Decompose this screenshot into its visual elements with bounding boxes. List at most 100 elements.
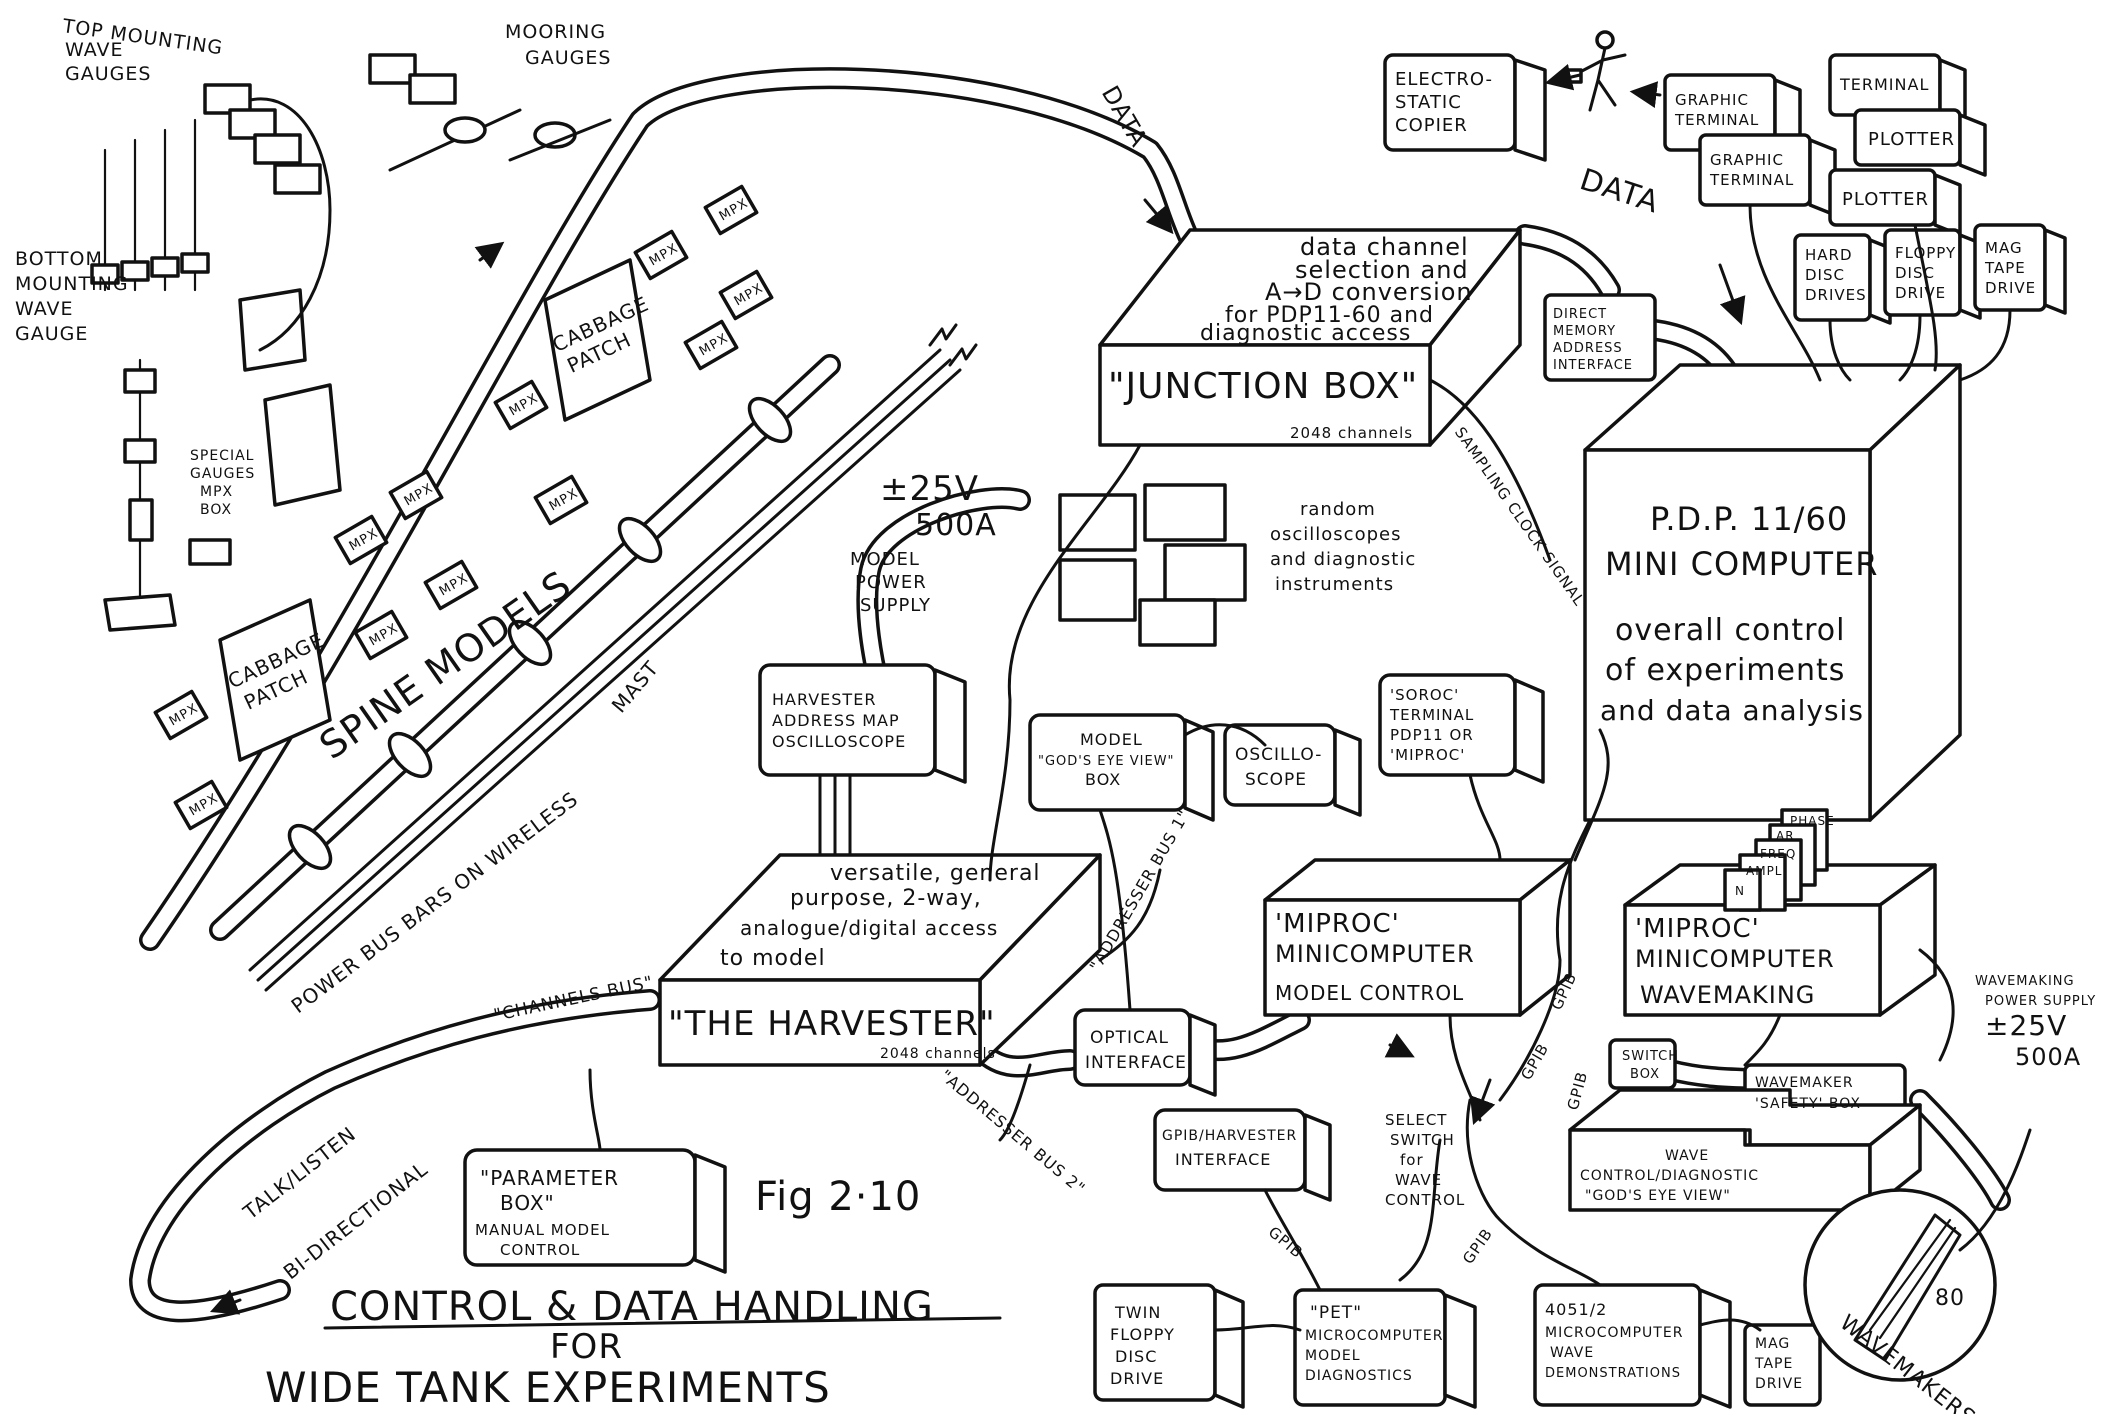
svg-text:HARVESTER: HARVESTER bbox=[772, 690, 876, 709]
svg-text:analogue/digital access: analogue/digital access bbox=[740, 916, 998, 940]
harvester-channels: 2048 channels bbox=[880, 1046, 996, 1062]
svg-text:FOR: FOR bbox=[550, 1327, 623, 1367]
svg-text:GRAPHIC: GRAPHIC bbox=[1675, 91, 1749, 109]
svg-text:MODEL: MODEL bbox=[1305, 1348, 1361, 1364]
svg-text:TERMINAL: TERMINAL bbox=[1389, 706, 1474, 724]
svg-text:DRIVE: DRIVE bbox=[1110, 1369, 1164, 1388]
svg-text:instruments: instruments bbox=[1275, 574, 1394, 595]
svg-text:OPTICAL: OPTICAL bbox=[1090, 1028, 1169, 1048]
svg-text:of experiments: of experiments bbox=[1605, 653, 1845, 688]
svg-text:PDP11 OR: PDP11 OR bbox=[1390, 726, 1474, 744]
harvester-map-cables bbox=[820, 775, 850, 855]
svg-text:diagnostic access: diagnostic access bbox=[1200, 321, 1411, 346]
svg-text:±25V: ±25V bbox=[880, 469, 979, 509]
fig-label: Fig 2·10 bbox=[755, 1174, 921, 1220]
addresser-bus-1-label: "ADDRESSER BUS 1" bbox=[1086, 806, 1194, 974]
svg-text:purpose, 2-way,: purpose, 2-way, bbox=[790, 886, 982, 911]
junction-channels: 2048 channels bbox=[1290, 424, 1413, 442]
svg-text:MODEL: MODEL bbox=[1080, 730, 1143, 749]
svg-text:500A: 500A bbox=[2015, 1043, 2081, 1071]
svg-text:WAVE: WAVE bbox=[1395, 1171, 1442, 1189]
svg-text:INTERFACE: INTERFACE bbox=[1175, 1150, 1271, 1169]
svg-text:AR: AR bbox=[1776, 829, 1795, 843]
svg-text:CONTROL/DIAGNOSTIC: CONTROL/DIAGNOSTIC bbox=[1580, 1168, 1759, 1184]
svg-text:GAUGES: GAUGES bbox=[525, 47, 611, 69]
svg-text:A→D conversion: A→D conversion bbox=[1265, 278, 1473, 306]
svg-text:DIAGNOSTICS: DIAGNOSTICS bbox=[1305, 1368, 1413, 1384]
oscilloscopes-note: random oscilloscopes and diagnostic inst… bbox=[1270, 499, 1416, 595]
svg-text:GPIB/HARVESTER: GPIB/HARVESTER bbox=[1162, 1128, 1297, 1144]
svg-text:INTERFACE: INTERFACE bbox=[1553, 358, 1633, 373]
svg-text:OSCILLO-: OSCILLO- bbox=[1235, 745, 1322, 765]
svg-text:for: for bbox=[1400, 1151, 1424, 1169]
svg-text:DISC: DISC bbox=[1115, 1347, 1157, 1366]
svg-text:"GOD'S EYE VIEW": "GOD'S EYE VIEW" bbox=[1038, 754, 1175, 769]
svg-text:MINICOMPUTER: MINICOMPUTER bbox=[1275, 940, 1475, 968]
svg-text:WAVE: WAVE bbox=[65, 39, 124, 61]
svg-text:MINI COMPUTER: MINI COMPUTER bbox=[1605, 545, 1878, 583]
svg-text:OSCILLOSCOPE: OSCILLOSCOPE bbox=[772, 732, 906, 751]
svg-text:SUPPLY: SUPPLY bbox=[860, 595, 931, 616]
svg-text:ADDRESS MAP: ADDRESS MAP bbox=[772, 711, 900, 730]
svg-text:'MIPROC': 'MIPROC' bbox=[1390, 746, 1465, 764]
wavemakers-count: 80 bbox=[1935, 1286, 1965, 1311]
plotter2-label: PLOTTER bbox=[1842, 189, 1929, 210]
svg-text:"GOD'S EYE VIEW": "GOD'S EYE VIEW" bbox=[1585, 1188, 1731, 1204]
svg-text:SELECT: SELECT bbox=[1385, 1111, 1447, 1129]
svg-text:'MIPROC': 'MIPROC' bbox=[1635, 914, 1760, 944]
svg-text:BOX: BOX bbox=[1085, 770, 1121, 789]
svg-text:and data analysis: and data analysis bbox=[1600, 694, 1864, 727]
svg-text:DRIVE: DRIVE bbox=[1985, 279, 2036, 297]
svg-text:INTERFACE: INTERFACE bbox=[1085, 1053, 1187, 1073]
svg-text:DRIVE: DRIVE bbox=[1895, 284, 1946, 302]
pdp-computer[interactable] bbox=[1585, 365, 1960, 820]
oscilloscope-stack bbox=[1060, 485, 1245, 645]
svg-text:500A: 500A bbox=[915, 508, 997, 543]
svg-text:BOX: BOX bbox=[200, 502, 232, 518]
svg-text:WAVEMAKING: WAVEMAKING bbox=[1975, 974, 2075, 989]
svg-text:GAUGE: GAUGE bbox=[15, 323, 88, 345]
bottom-mounting-label: BOTTOM MOUNTING WAVE GAUGE bbox=[15, 248, 129, 345]
svg-text:to model: to model bbox=[720, 946, 826, 971]
svg-text:WAVE: WAVE bbox=[1665, 1148, 1709, 1164]
special-mux-label: SPECIAL GAUGES MPX BOX bbox=[190, 448, 255, 518]
svg-text:HARD: HARD bbox=[1805, 246, 1853, 264]
cabbage-patch-2: CABBAGE PATCH bbox=[545, 260, 653, 420]
svg-text:"PARAMETER: "PARAMETER bbox=[480, 1166, 619, 1190]
svg-text:SWITCH: SWITCH bbox=[1390, 1131, 1455, 1149]
mooring-gauges bbox=[370, 55, 610, 170]
svg-text:STATIC: STATIC bbox=[1395, 92, 1462, 113]
addresser-bus-2-label: "ADDRESSER BUS 2" bbox=[937, 1066, 1090, 1198]
terminal-label: TERMINAL bbox=[1839, 75, 1929, 94]
svg-text:±25V: ±25V bbox=[1985, 1009, 2067, 1042]
svg-text:SPECIAL: SPECIAL bbox=[190, 448, 254, 464]
svg-text:WAVEMAKING: WAVEMAKING bbox=[1640, 981, 1815, 1009]
select-switch-label: SELECT SWITCH for WAVE CONTROL bbox=[1385, 1111, 1465, 1209]
svg-text:DISC: DISC bbox=[1805, 266, 1845, 284]
computer-desc: overall control of experiments and data … bbox=[1600, 613, 1864, 727]
svg-text:overall control: overall control bbox=[1615, 613, 1845, 648]
svg-text:SWITCH: SWITCH bbox=[1622, 1049, 1679, 1064]
svg-text:WIDE TANK EXPERIMENTS: WIDE TANK EXPERIMENTS bbox=[265, 1363, 831, 1412]
svg-text:BOTTOM: BOTTOM bbox=[15, 248, 103, 270]
svg-text:CONTROL: CONTROL bbox=[500, 1241, 580, 1259]
svg-text:GAUGES: GAUGES bbox=[65, 63, 151, 85]
mast-label: MAST bbox=[607, 656, 664, 717]
svg-text:and diagnostic: and diagnostic bbox=[1270, 549, 1416, 570]
svg-text:N: N bbox=[1735, 884, 1745, 898]
svg-text:TWIN: TWIN bbox=[1114, 1303, 1161, 1322]
svg-text:ADDRESS: ADDRESS bbox=[1553, 341, 1623, 356]
svg-text:MAG: MAG bbox=[1985, 239, 2023, 257]
svg-text:BOX: BOX bbox=[1630, 1067, 1660, 1082]
svg-text:4051/2: 4051/2 bbox=[1545, 1300, 1607, 1319]
svg-text:MICROCOMPUTER: MICROCOMPUTER bbox=[1305, 1328, 1443, 1344]
svg-text:"PET": "PET" bbox=[1310, 1303, 1362, 1323]
svg-text:versatile, general: versatile, general bbox=[830, 861, 1041, 886]
svg-text:TAPE: TAPE bbox=[1984, 259, 2026, 277]
svg-text:CONTROL: CONTROL bbox=[1385, 1191, 1465, 1209]
wavemaker-supply-label: WAVEMAKING POWER SUPPLY ±25V 500A bbox=[1975, 974, 2096, 1071]
svg-text:MEMORY: MEMORY bbox=[1553, 324, 1616, 339]
svg-text:SCOPE: SCOPE bbox=[1245, 770, 1307, 790]
svg-text:FREQ: FREQ bbox=[1760, 847, 1796, 861]
